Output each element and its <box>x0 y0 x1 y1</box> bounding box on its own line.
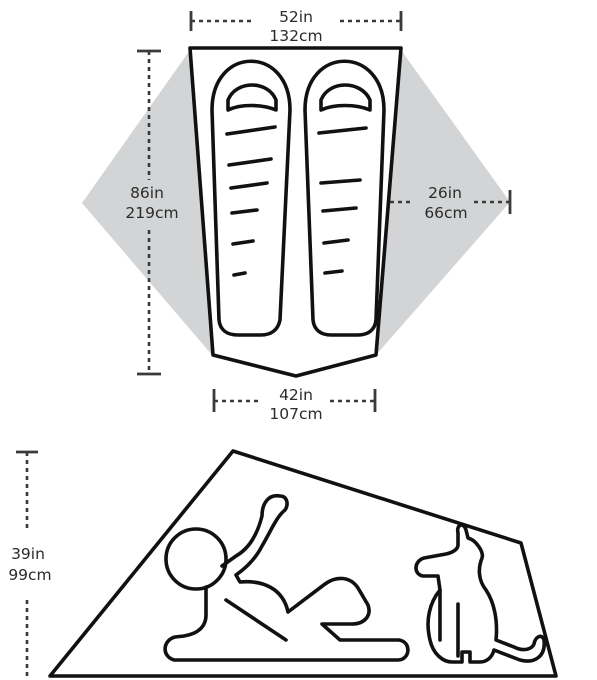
left-vestibule <box>82 50 212 355</box>
top-width-dimension: 52in 132cm <box>189 8 403 45</box>
bottom-width-in: 42in <box>279 386 313 404</box>
sleeping-bag-left <box>210 59 292 337</box>
vestibule-depth-in: 26in <box>428 184 462 202</box>
side-view: 39in 99cm <box>8 449 558 678</box>
vestibule-depth-dimension: 26in 66cm <box>390 184 512 222</box>
peak-height-dimension: 39in 99cm <box>8 450 52 676</box>
peak-height-cm: 99cm <box>8 566 51 584</box>
top-width-cm: 132cm <box>269 27 322 45</box>
person-figure <box>163 493 410 662</box>
dog-figure <box>414 523 546 664</box>
bottom-width-dimension: 42in 107cm <box>212 386 377 423</box>
peak-height-in: 39in <box>11 545 45 563</box>
sleeping-bag-right <box>303 59 386 337</box>
tent-profile-outline <box>48 449 558 678</box>
top-width-in: 52in <box>279 8 313 26</box>
length-cm: 219cm <box>125 204 178 222</box>
bottom-width-cm: 107cm <box>269 405 322 423</box>
right-vestibule <box>376 50 510 355</box>
floor-plan: 52in 132cm 86in 219cm 26in 66cm 42in <box>82 8 512 423</box>
length-dimension: 86in 219cm <box>125 49 179 376</box>
length-in: 86in <box>130 184 164 202</box>
vestibule-depth-cm: 66cm <box>424 204 467 222</box>
